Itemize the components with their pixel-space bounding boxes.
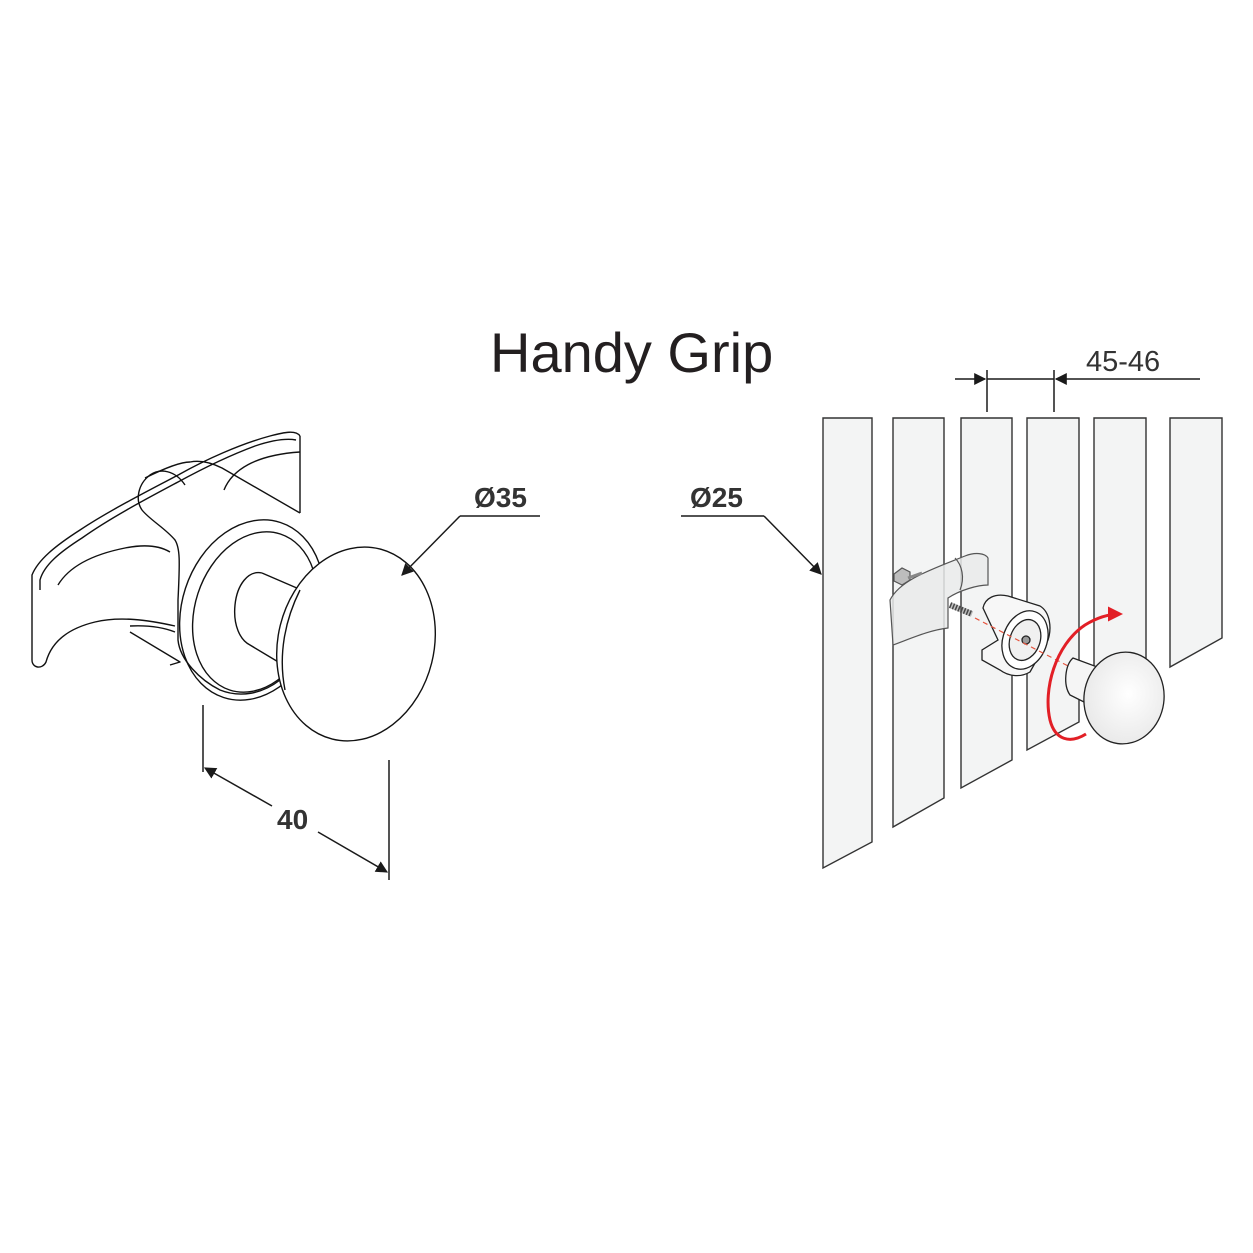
slat-4 <box>1026 417 1080 752</box>
depth-dimension <box>202 705 390 880</box>
diagram-title: Handy Grip <box>490 321 774 384</box>
slat-6 <box>1169 417 1223 669</box>
spacing-dimension <box>955 370 1200 412</box>
post-diameter-leader <box>681 515 822 575</box>
spacing-label: 45-46 <box>1086 346 1161 378</box>
clamp-bracket <box>889 552 989 646</box>
threaded-screw <box>948 602 974 617</box>
knob-diameter-leader <box>401 515 540 576</box>
knob-diameter-label: Ø35 <box>474 482 527 513</box>
slat-1 <box>822 417 873 870</box>
post-diameter-label: Ø25 <box>690 482 743 513</box>
fence-slats <box>822 417 1223 870</box>
knob-base-collar <box>981 594 1051 677</box>
rotation-arrow <box>1046 606 1123 741</box>
handy-grip-product-drawing <box>31 431 437 742</box>
depth-label: 40 <box>277 804 309 835</box>
knob <box>1065 651 1165 745</box>
